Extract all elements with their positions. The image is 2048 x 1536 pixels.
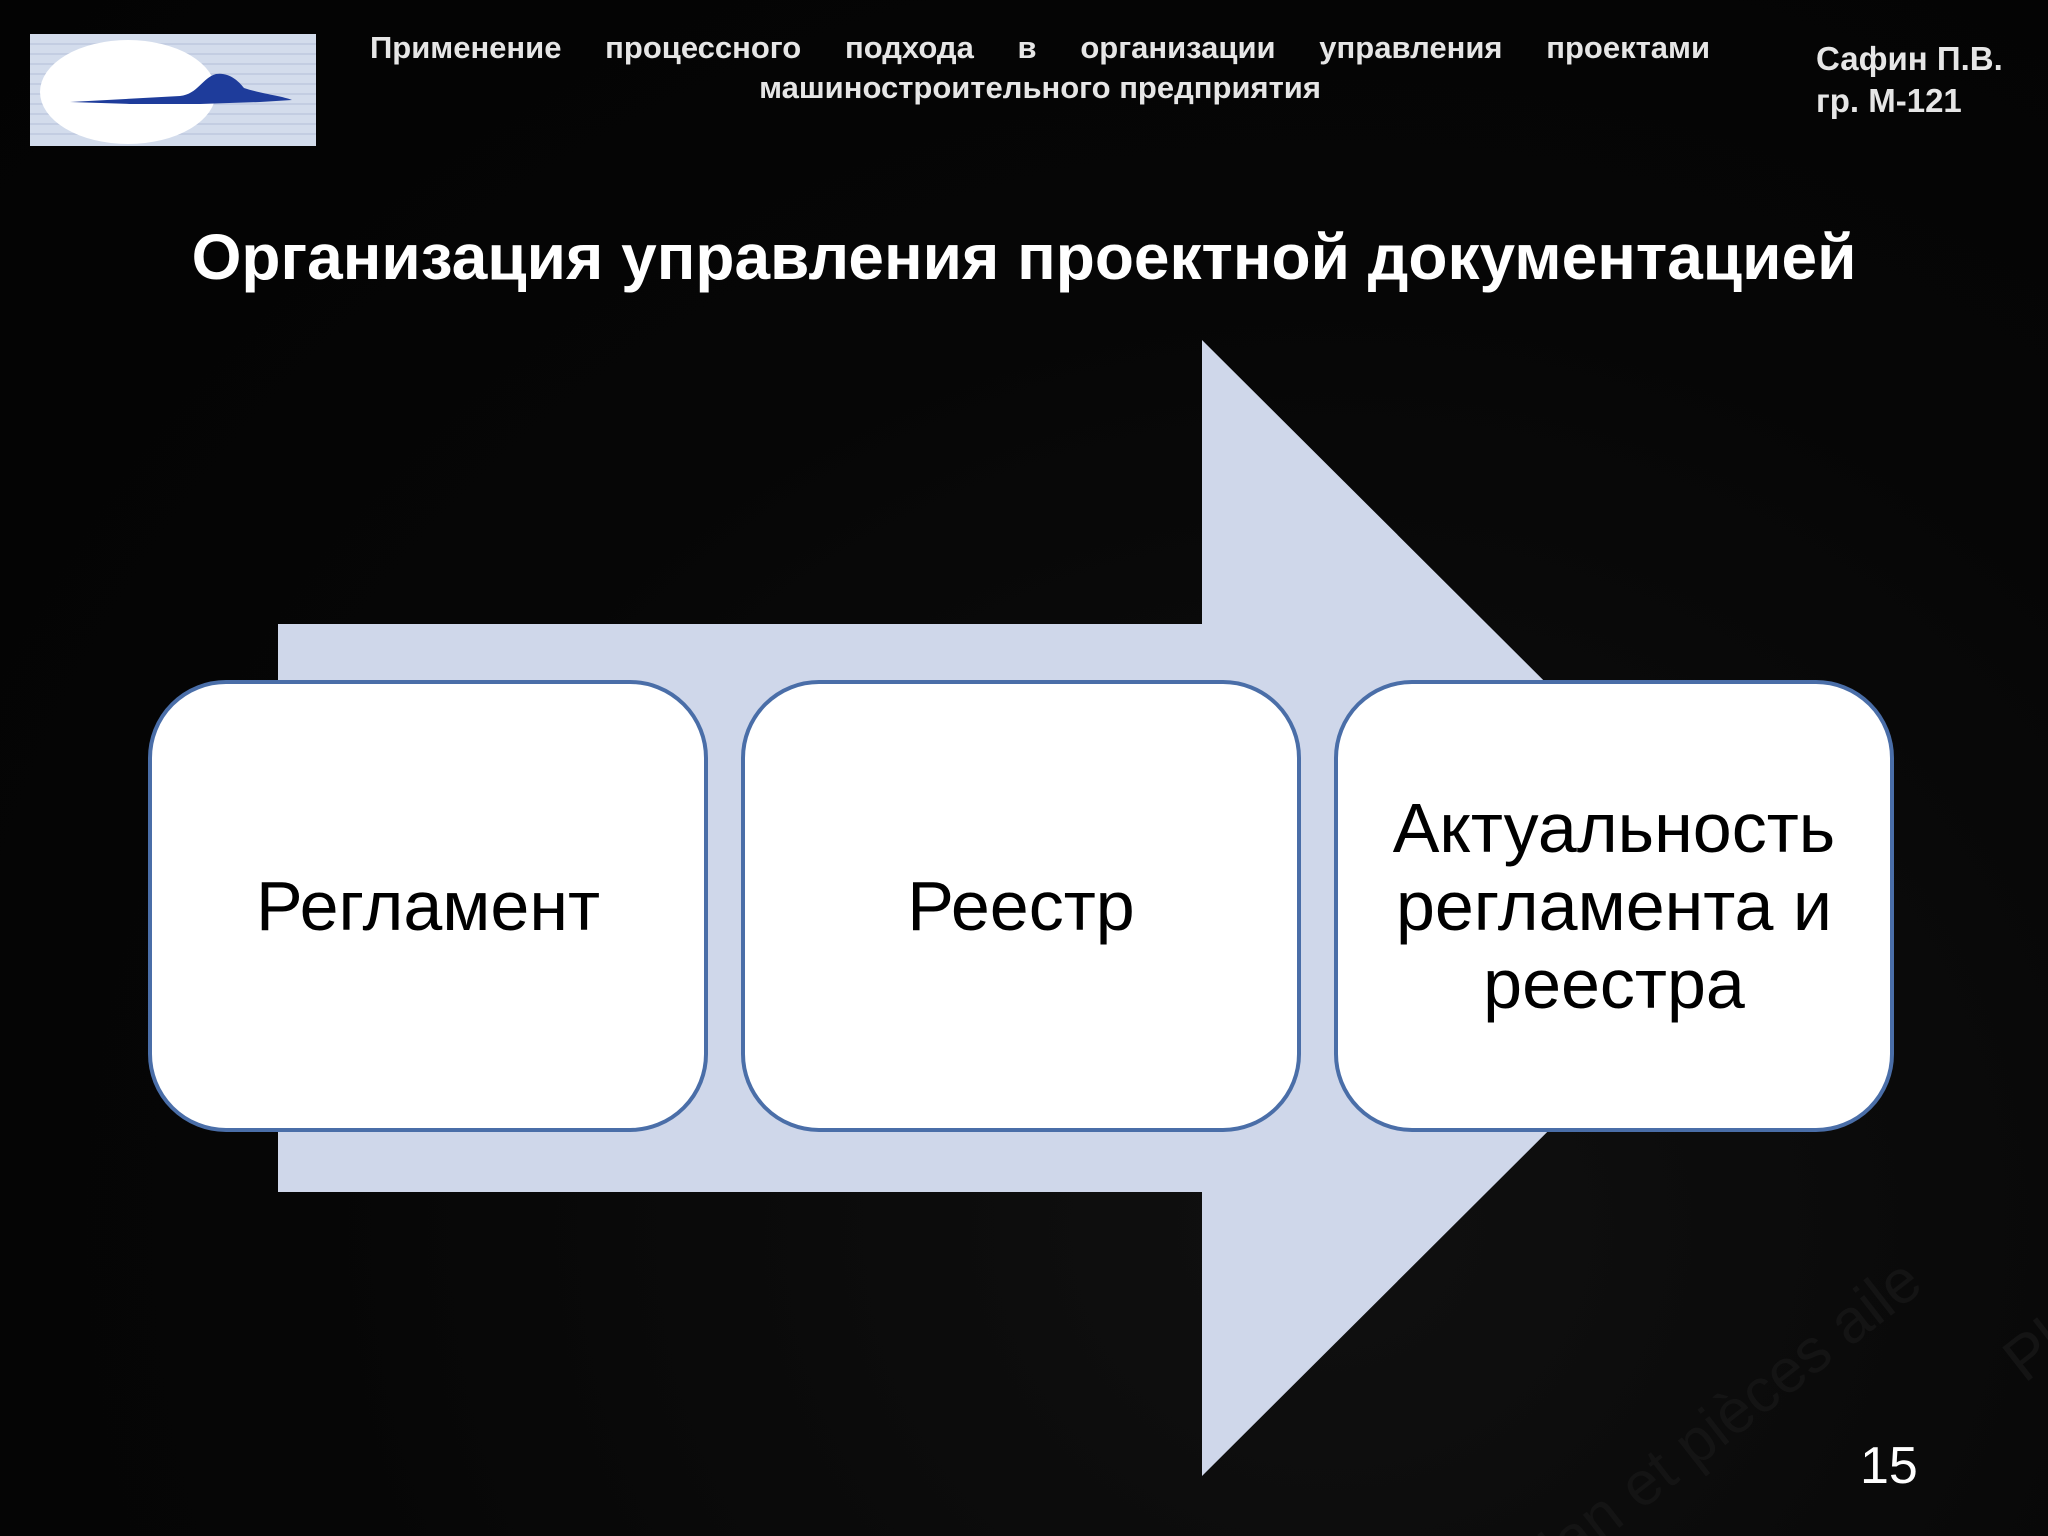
process-step-regulation: Регламент <box>148 680 708 1132</box>
company-logo <box>30 34 316 146</box>
process-step-registry: Реестр <box>741 680 1301 1132</box>
author-name: Сафин П.В. <box>1816 40 2003 77</box>
process-step-label: Актуальность регламента и реестра <box>1392 789 1836 1023</box>
author-info: Сафин П.В. гр. М-121 <box>1816 38 2003 122</box>
presentation-title-line-1: Применение процессного подхода в организ… <box>370 30 1710 65</box>
page-number: 15 <box>1860 1437 1918 1495</box>
process-step-label: Реестр <box>907 867 1135 945</box>
process-step-label: Регламент <box>255 867 601 945</box>
author-group: гр. М-121 <box>1816 82 1962 119</box>
slide-title: Организация управления проектной докумен… <box>191 221 1857 293</box>
presentation-title-line-2: машиностроительного предприятия <box>759 70 1321 105</box>
process-step-relevance: Актуальность регламента и реестра <box>1334 680 1894 1132</box>
presentation-title: Применение процессного подхода в организ… <box>370 28 1710 108</box>
